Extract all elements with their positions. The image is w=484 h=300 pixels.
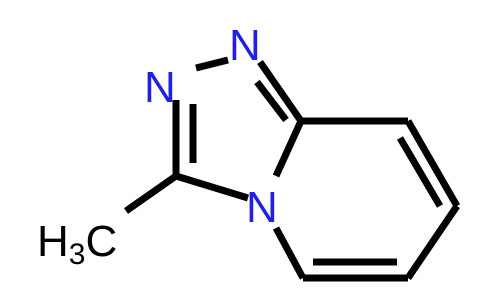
bond-c3-n4 bbox=[174, 172, 250, 202]
bond-c8-c7-b bbox=[396, 136, 444, 208]
methyl-c: C bbox=[85, 217, 117, 266]
atom-labels: N N N H3C bbox=[37, 21, 278, 271]
bond-n-c8a-b bbox=[254, 79, 289, 123]
nitrogen-label-top: N bbox=[229, 21, 261, 70]
methyl-subscript: 3 bbox=[69, 238, 86, 271]
bond-c5-n4 bbox=[272, 226, 307, 280]
methyl-label: H3C bbox=[37, 217, 117, 271]
bond-c8-c7-a bbox=[404, 119, 461, 208]
bonds bbox=[123, 56, 461, 282]
bond-c3-methyl bbox=[123, 173, 179, 214]
bond-n-c8a-a bbox=[257, 60, 304, 123]
bond-c8a-n4 bbox=[272, 119, 305, 178]
methyl-h: H bbox=[37, 217, 69, 266]
bond-c7-c6 bbox=[405, 204, 460, 280]
nitrogen-label-left: N bbox=[144, 63, 176, 112]
nitrogen-label-bridgehead: N bbox=[246, 183, 278, 232]
bond-n-n bbox=[195, 56, 229, 72]
